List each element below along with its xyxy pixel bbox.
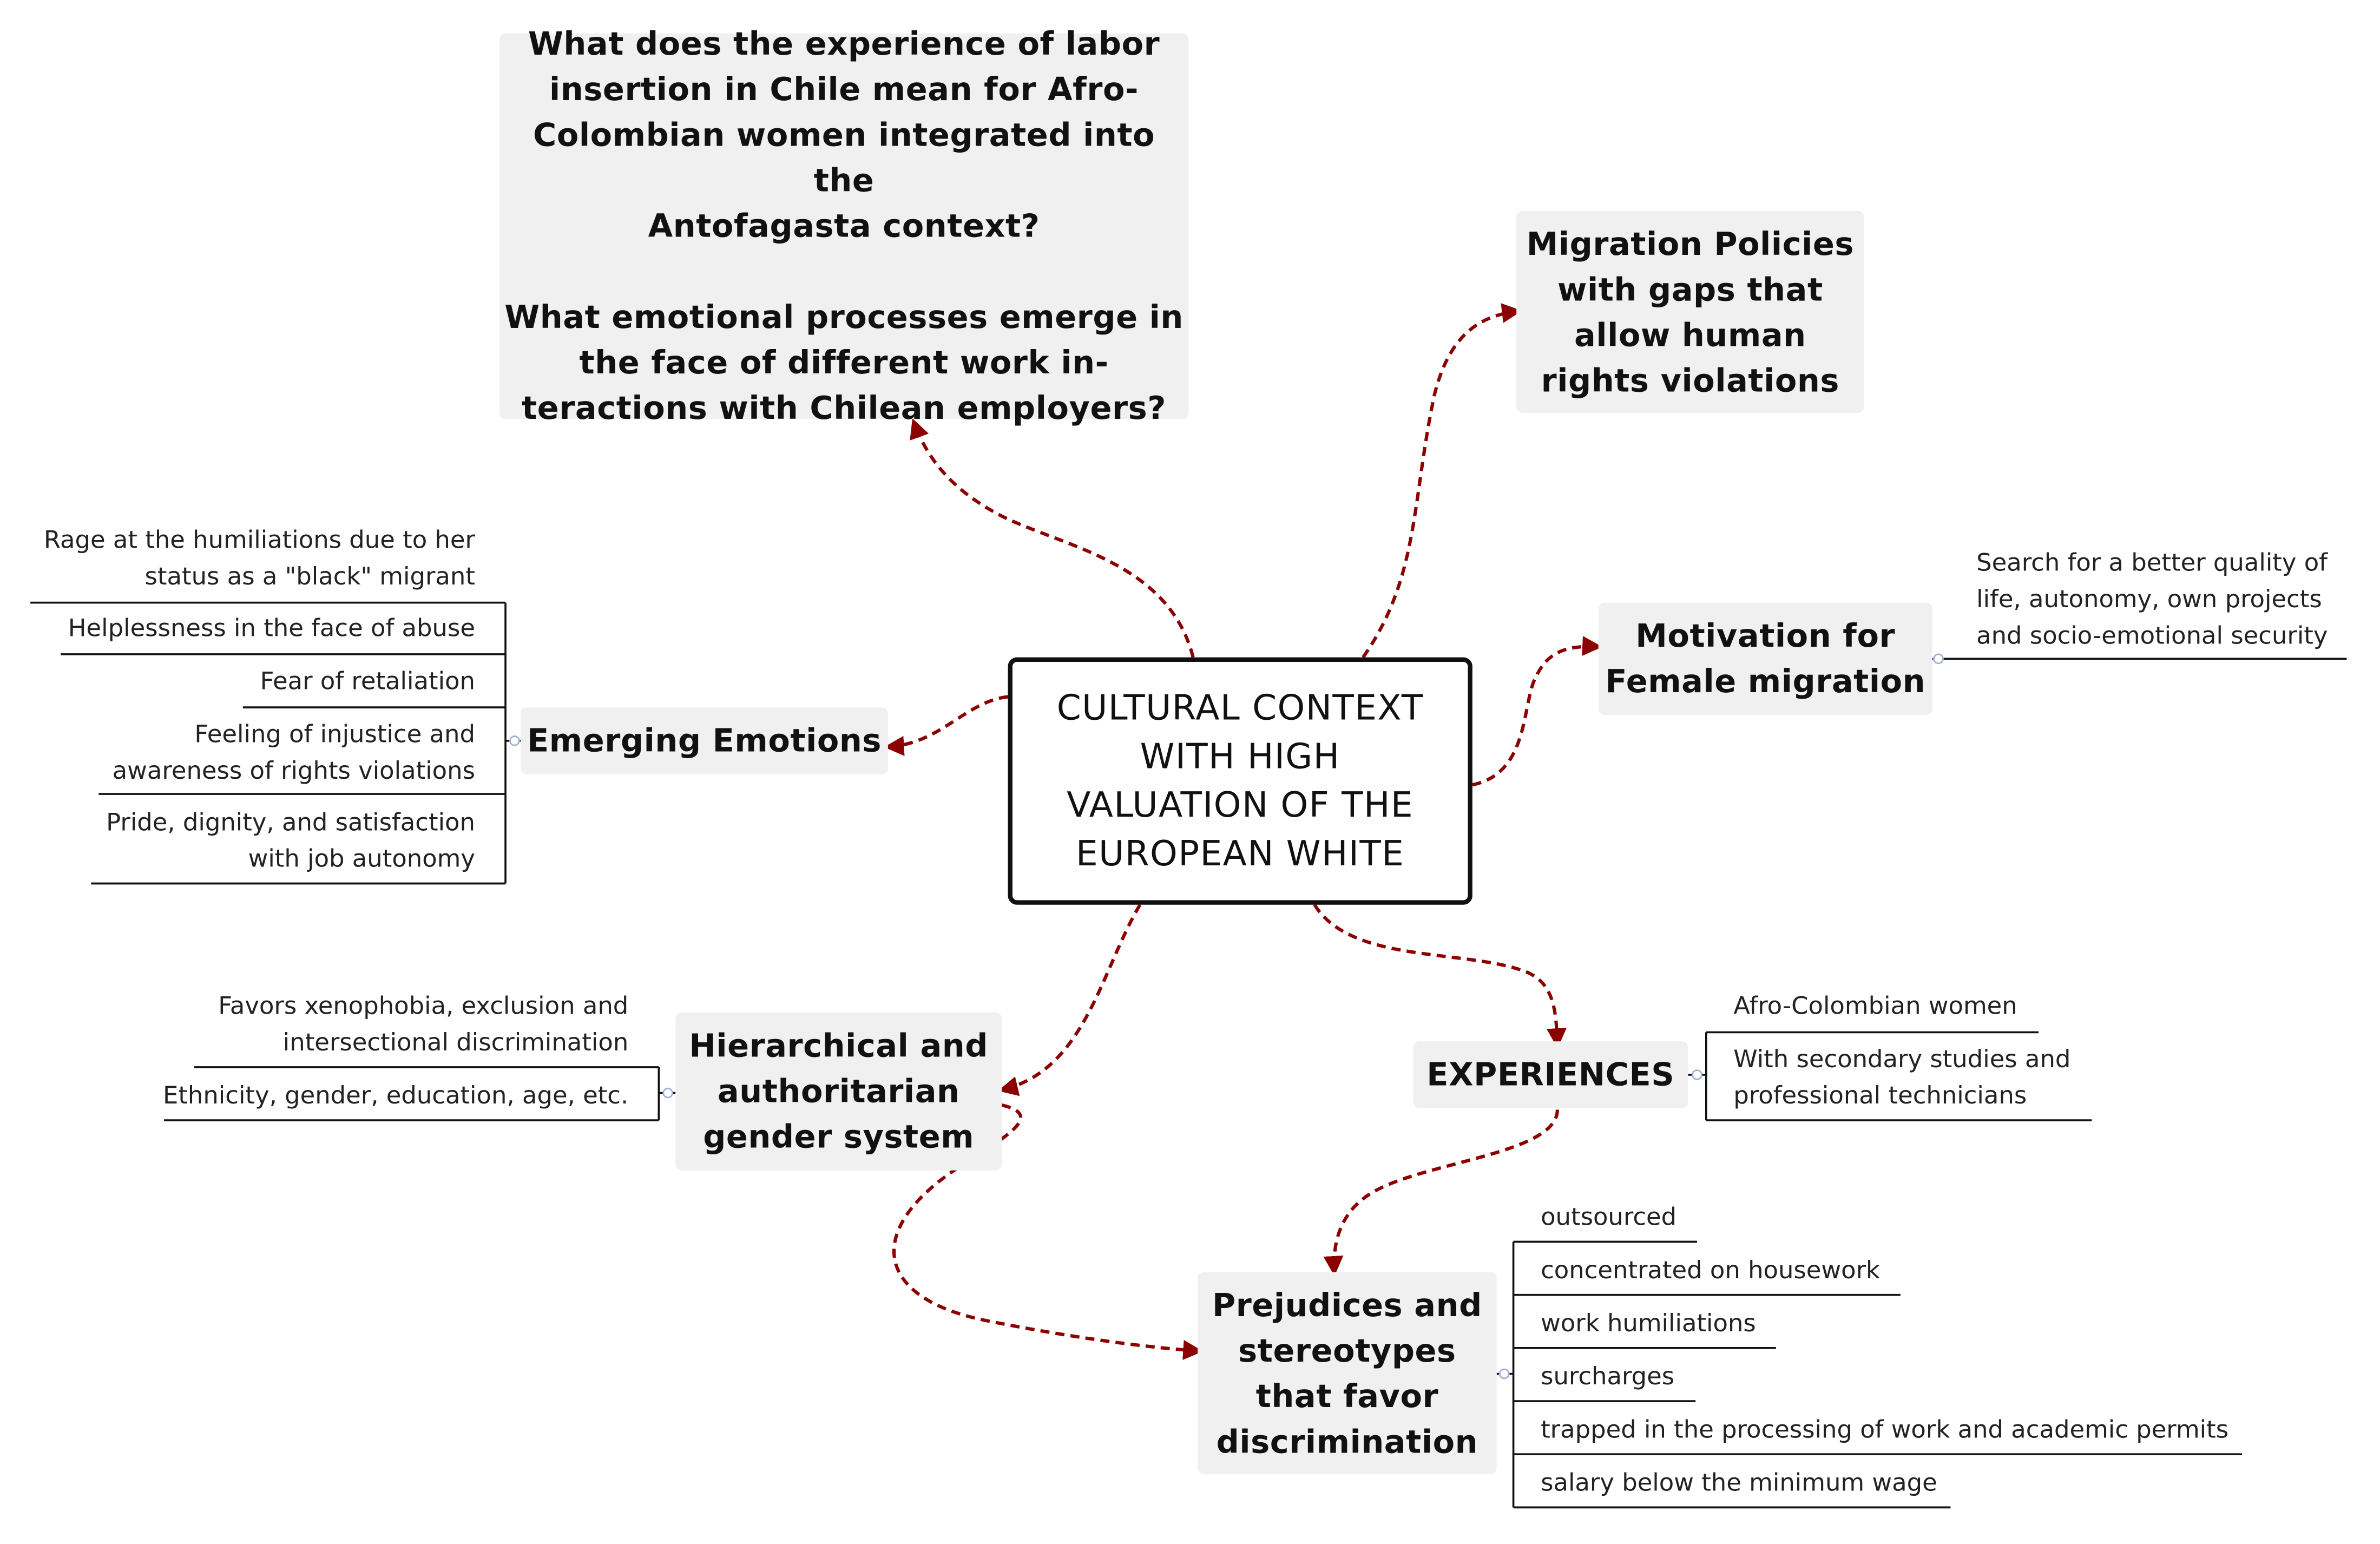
text-line: stereotypes [1238, 1332, 1456, 1369]
arrow-experiences-to-prejudices [1323, 1109, 1560, 1276]
text-line: awareness of rights violations [112, 755, 475, 785]
experiences-leaf-2[interactable]: With secondary studies and professional t… [1733, 1041, 2070, 1114]
text-line: Motivation for [1635, 617, 1896, 654]
text-line: Antofagasta context? [648, 208, 1040, 245]
text-line: Afro-Colombian women [1733, 991, 2017, 1020]
hierarchy-leaf-2[interactable]: Ethnicity, gender, education, age, etc. [163, 1078, 628, 1114]
text-line: surcharges [1541, 1362, 1675, 1391]
emotions-leaf-3[interactable]: Fear of retaliation [260, 663, 475, 700]
text-line: Ethnicity, gender, education, age, etc. [162, 1081, 629, 1110]
text-line: CULTURAL CONTEXT [1056, 688, 1424, 728]
text-line: Helplessness in the face of abuse [68, 613, 475, 642]
hierarchical-gender-system-node[interactable]: Hierarchical and authoritarian gender syst… [675, 1012, 1002, 1171]
arrow-to-motivation [1472, 636, 1603, 787]
text-line: allow human [1574, 316, 1806, 353]
research-questions-node[interactable]: What does the experience of labor inserti… [499, 26, 1189, 426]
text-line: Rage at the humiliations due to her [43, 525, 475, 554]
motivation-leaf-1[interactable]: Search for a better quality of life, auto… [1976, 545, 2328, 654]
text-line: VALUATION OF THE [1067, 785, 1414, 825]
text-line: authoritarian [717, 1073, 960, 1110]
text-line: professional technicians [1733, 1081, 2027, 1110]
text-line: with gaps that [1557, 271, 1823, 308]
emotions-collapse-dot [509, 735, 520, 746]
text-line: Feeling of injustice and [194, 719, 475, 748]
text-line: concentrated on housework [1541, 1255, 1881, 1285]
arrow-to-emotions [884, 695, 1008, 756]
prejudices-leaf-4[interactable]: surcharges [1541, 1358, 1674, 1395]
arrow-to-experiences [1313, 904, 1567, 1049]
hierarchy-collapse-dot [662, 1087, 674, 1099]
question-2: What emotional processes emerge in the fa… [504, 294, 1184, 431]
text-line: and socio-emotional security [1976, 621, 2328, 650]
text-line: rights violations [1541, 362, 1840, 399]
text-line: outsourced [1541, 1202, 1677, 1231]
prejudices-leaf-1[interactable]: outsourced [1541, 1199, 1676, 1236]
hierarchical-gender-system-label: Hierarchical and authoritarian gender syst… [689, 1023, 988, 1160]
prejudices-leaf-3[interactable]: work humiliations [1541, 1305, 1756, 1342]
text-line: WITH HIGH [1140, 737, 1340, 777]
prejudices-node[interactable]: Prejudices and stereotypes that favor discr… [1198, 1272, 1497, 1474]
text-line: intersectional discrimination [282, 1027, 629, 1057]
text-line: insertion in Chile mean for Afro- [549, 71, 1139, 108]
text-line: discrimination [1216, 1423, 1478, 1460]
text-line: Prejudices and [1212, 1286, 1482, 1323]
text-line: Colombian women integrated into the [533, 116, 1155, 199]
experiences-leaf-1[interactable]: Afro-Colombian women [1733, 988, 2017, 1024]
arrow-hierarchy-to-prejudices [892, 1103, 1204, 1360]
text-line: that favor [1255, 1377, 1439, 1414]
question-1: What does the experience of labor inserti… [499, 21, 1188, 249]
text-line: trapped in the processing of work and ac… [1541, 1415, 2229, 1444]
emerging-emotions-node[interactable]: Emerging Emotions [521, 707, 888, 774]
text-line: teractions with Chilean employers? [522, 390, 1167, 427]
prejudices-label: Prejudices and stereotypes that favor discr… [1212, 1282, 1482, 1464]
text-line: work humiliations [1541, 1308, 1756, 1338]
text-line: Favors xenophobia, exclusion and [218, 991, 629, 1020]
prejudices-collapse-dot [1498, 1368, 1510, 1379]
arrow-to-migration-policies [1362, 303, 1522, 659]
text-line: gender system [703, 1119, 975, 1155]
emotions-leaf-1[interactable]: Rage at the humiliations due to her statu… [44, 522, 475, 595]
text-line: Search for a better quality of [1976, 548, 2328, 577]
migration-policies-node[interactable]: Migration Policies with gaps that allow hu… [1516, 211, 1864, 413]
central-topic-node[interactable]: CULTURAL CONTEXT WITH HIGH VALUATION OF TH… [1008, 657, 1472, 905]
emotions-leaf-2[interactable]: Helplessness in the face of abuse [68, 610, 475, 647]
emotions-leaf-5[interactable]: Pride, dignity, and satisfaction with job… [106, 805, 475, 878]
prejudices-leaf-6[interactable]: salary below the minimum wage [1541, 1465, 1937, 1501]
text-line: status as a "black" migrant [144, 561, 475, 591]
emerging-emotions-label: Emerging Emotions [527, 722, 882, 759]
text-line: the face of different work in- [579, 344, 1109, 382]
text-line: life, autonomy, own projects [1976, 584, 2322, 614]
hierarchy-leaf-1[interactable]: Favors xenophobia, exclusion and intersec… [218, 988, 628, 1061]
migration-policies-label: Migration Policies with gaps that allow hu… [1527, 221, 1854, 403]
arrow-to-questions [910, 418, 1195, 658]
text-line: Female migration [1605, 663, 1926, 700]
central-topic-label: CULTURAL CONTEXT WITH HIGH VALUATION OF TH… [1057, 684, 1424, 878]
text-line: What emotional processes emerge in [504, 299, 1184, 336]
text-line: with job autonomy [248, 844, 475, 873]
experiences-node[interactable]: EXPERIENCES [1413, 1041, 1688, 1108]
text-line: With secondary studies and [1733, 1044, 2071, 1074]
text-line: Fear of retaliation [260, 666, 475, 695]
experiences-collapse-dot [1692, 1069, 1702, 1080]
text-line: EUROPEAN WHITE [1076, 834, 1405, 874]
text-line: What does the experience of labor [528, 25, 1160, 63]
prejudices-leaf-2[interactable]: concentrated on housework [1541, 1252, 1880, 1289]
text-line: Pride, dignity, and satisfaction [106, 807, 475, 837]
text-line: Migration Policies [1526, 225, 1855, 262]
motivation-collapse-dot [1933, 653, 1944, 665]
emotions-leaf-4[interactable]: Feeling of injustice and awareness of rig… [113, 717, 475, 790]
experiences-label: EXPERIENCES [1426, 1056, 1675, 1093]
prejudices-leaf-5[interactable]: trapped in the processing of work and ac… [1541, 1412, 2228, 1448]
arrow-to-hierarchy [998, 904, 1142, 1096]
text-line: Hierarchical and [689, 1027, 989, 1065]
text-line: salary below the minimum wage [1541, 1468, 1937, 1497]
